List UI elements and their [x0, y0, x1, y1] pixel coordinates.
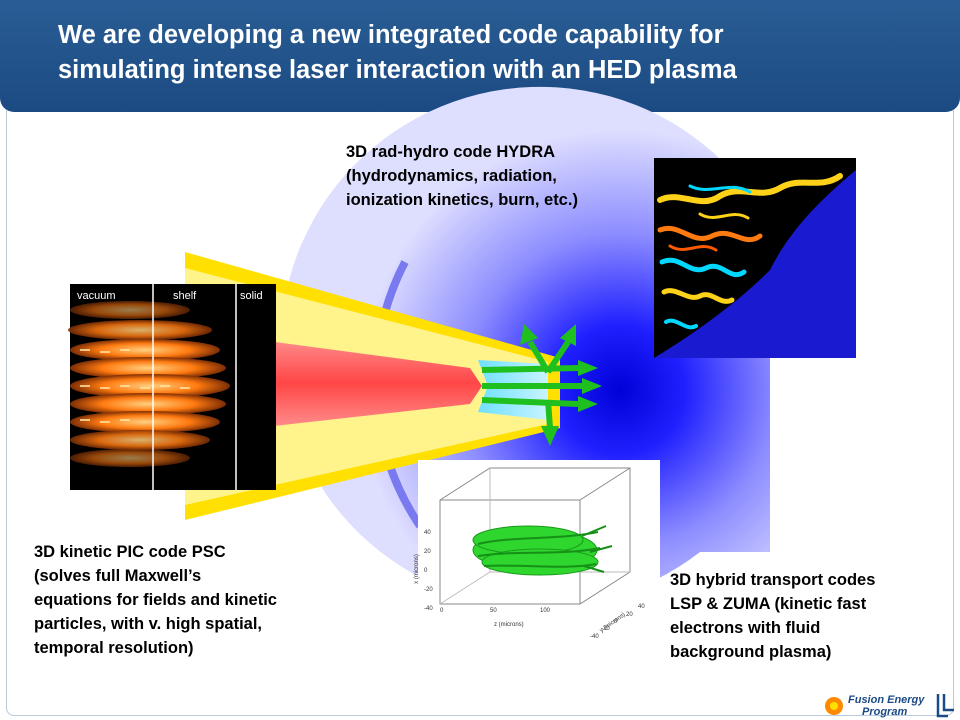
plot3d-x-label: x (microns): [413, 554, 420, 584]
plot3d-z-tick: 0: [440, 608, 444, 614]
plot3d-y-tick: 20: [626, 612, 633, 618]
psc-caption-line: particles, with v. high spatial,: [34, 615, 262, 633]
hydra-caption: 3D rad-hydro code HYDRA (hydrodynamics, …: [346, 140, 578, 212]
slide-title: We are developing a new integrated code …: [58, 18, 938, 88]
hybrid-caption-line: LSP & ZUMA (kinetic fast: [670, 595, 867, 613]
logo-line-2: Program: [862, 706, 908, 718]
plot3d-z-label: z (microns): [494, 622, 524, 628]
pic-label-shelf: shelf: [173, 290, 197, 302]
hydra-turbulent-fronts: [657, 173, 843, 330]
plot3d-z-tick: 100: [540, 608, 551, 614]
psc-caption-line: temporal resolution): [34, 639, 194, 657]
psc-caption-line: 3D kinetic PIC code PSC: [34, 543, 226, 561]
plot3d-x-ticks: 40 20 0 -20 -40: [424, 524, 433, 619]
psc-caption-line: equations for fields and kinetic: [34, 591, 277, 609]
plot3d-x-tick: 20: [424, 549, 431, 555]
logo-ll-icon: [936, 694, 954, 718]
pic-label-solid: solid: [240, 290, 263, 302]
plot3d-x-tick: -40: [424, 606, 433, 612]
pic-plasma-streaks: [68, 301, 230, 467]
plot3d-z-tick: 50: [490, 608, 497, 614]
plot3d-filament-lines: [477, 525, 613, 573]
slide-title-line-1: We are developing a new integrated code …: [58, 21, 724, 49]
pic-wave-dashes: [80, 349, 190, 423]
title-bar: [0, 0, 960, 112]
plot3d-y-tick: 0: [614, 619, 618, 625]
hydra-dark-region: [654, 158, 856, 358]
pic-label-vacuum: vacuum: [77, 290, 116, 302]
content-frame: [6, 110, 954, 716]
plot3d-y-tick: -40: [590, 634, 599, 640]
plot3d-y-tick: -20: [601, 626, 610, 632]
psc-caption-line: (solves full Maxwell’s: [34, 567, 202, 585]
plot3d-x-tick: 0: [424, 568, 428, 574]
hybrid-caption: 3D hybrid transport codes LSP & ZUMA (ki…: [670, 568, 875, 664]
hybrid-caption-line: 3D hybrid transport codes: [670, 571, 876, 589]
plot3d-x-tick: -20: [424, 587, 433, 593]
plot3d-x-tick: 40: [424, 530, 431, 536]
logo-line-1: Fusion Energy: [848, 694, 925, 706]
hydra-caption-line: (hydrodynamics, radiation,: [346, 167, 557, 185]
hydra-caption-line: 3D rad-hydro code HYDRA: [346, 143, 556, 161]
logo-text: Fusion Energy Program: [848, 694, 924, 718]
plot3d-y-ticks: -40 -20 0 20 40: [590, 604, 650, 644]
slide-title-line-2: simulating intense laser interaction wit…: [58, 56, 737, 84]
hybrid-caption-line: background plasma): [670, 643, 832, 661]
plot3d-y-tick: 40: [638, 604, 645, 610]
fast-electron-arrows: [481, 324, 602, 446]
hydra-caption-line: ionization kinetics, burn, etc.): [346, 191, 578, 209]
hybrid-caption-line: electrons with fluid: [670, 619, 821, 637]
psc-caption: 3D kinetic PIC code PSC (solves full Max…: [34, 540, 277, 660]
